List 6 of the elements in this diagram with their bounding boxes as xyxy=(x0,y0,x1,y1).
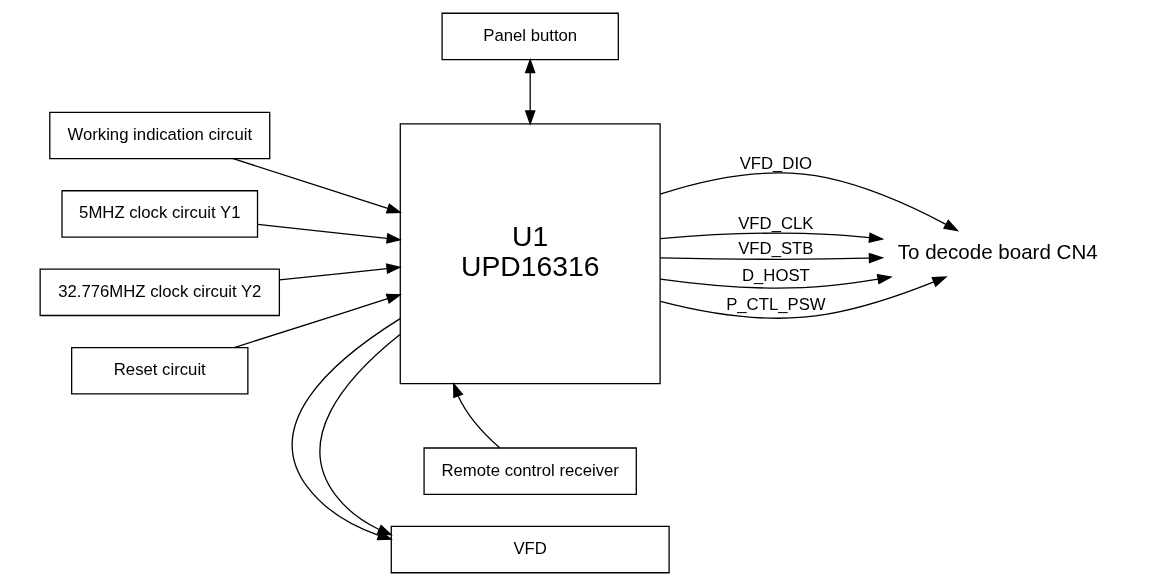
edge-label: VFD_CLK xyxy=(738,213,814,233)
node-text: To decode board CN4 xyxy=(897,239,1098,263)
edge-label: VFD_DIO xyxy=(739,154,813,174)
edge-label: P_CTL_PSW xyxy=(726,294,826,314)
edge-label: D_HOST xyxy=(741,266,810,286)
edge-label: VFD_STB xyxy=(738,239,814,259)
